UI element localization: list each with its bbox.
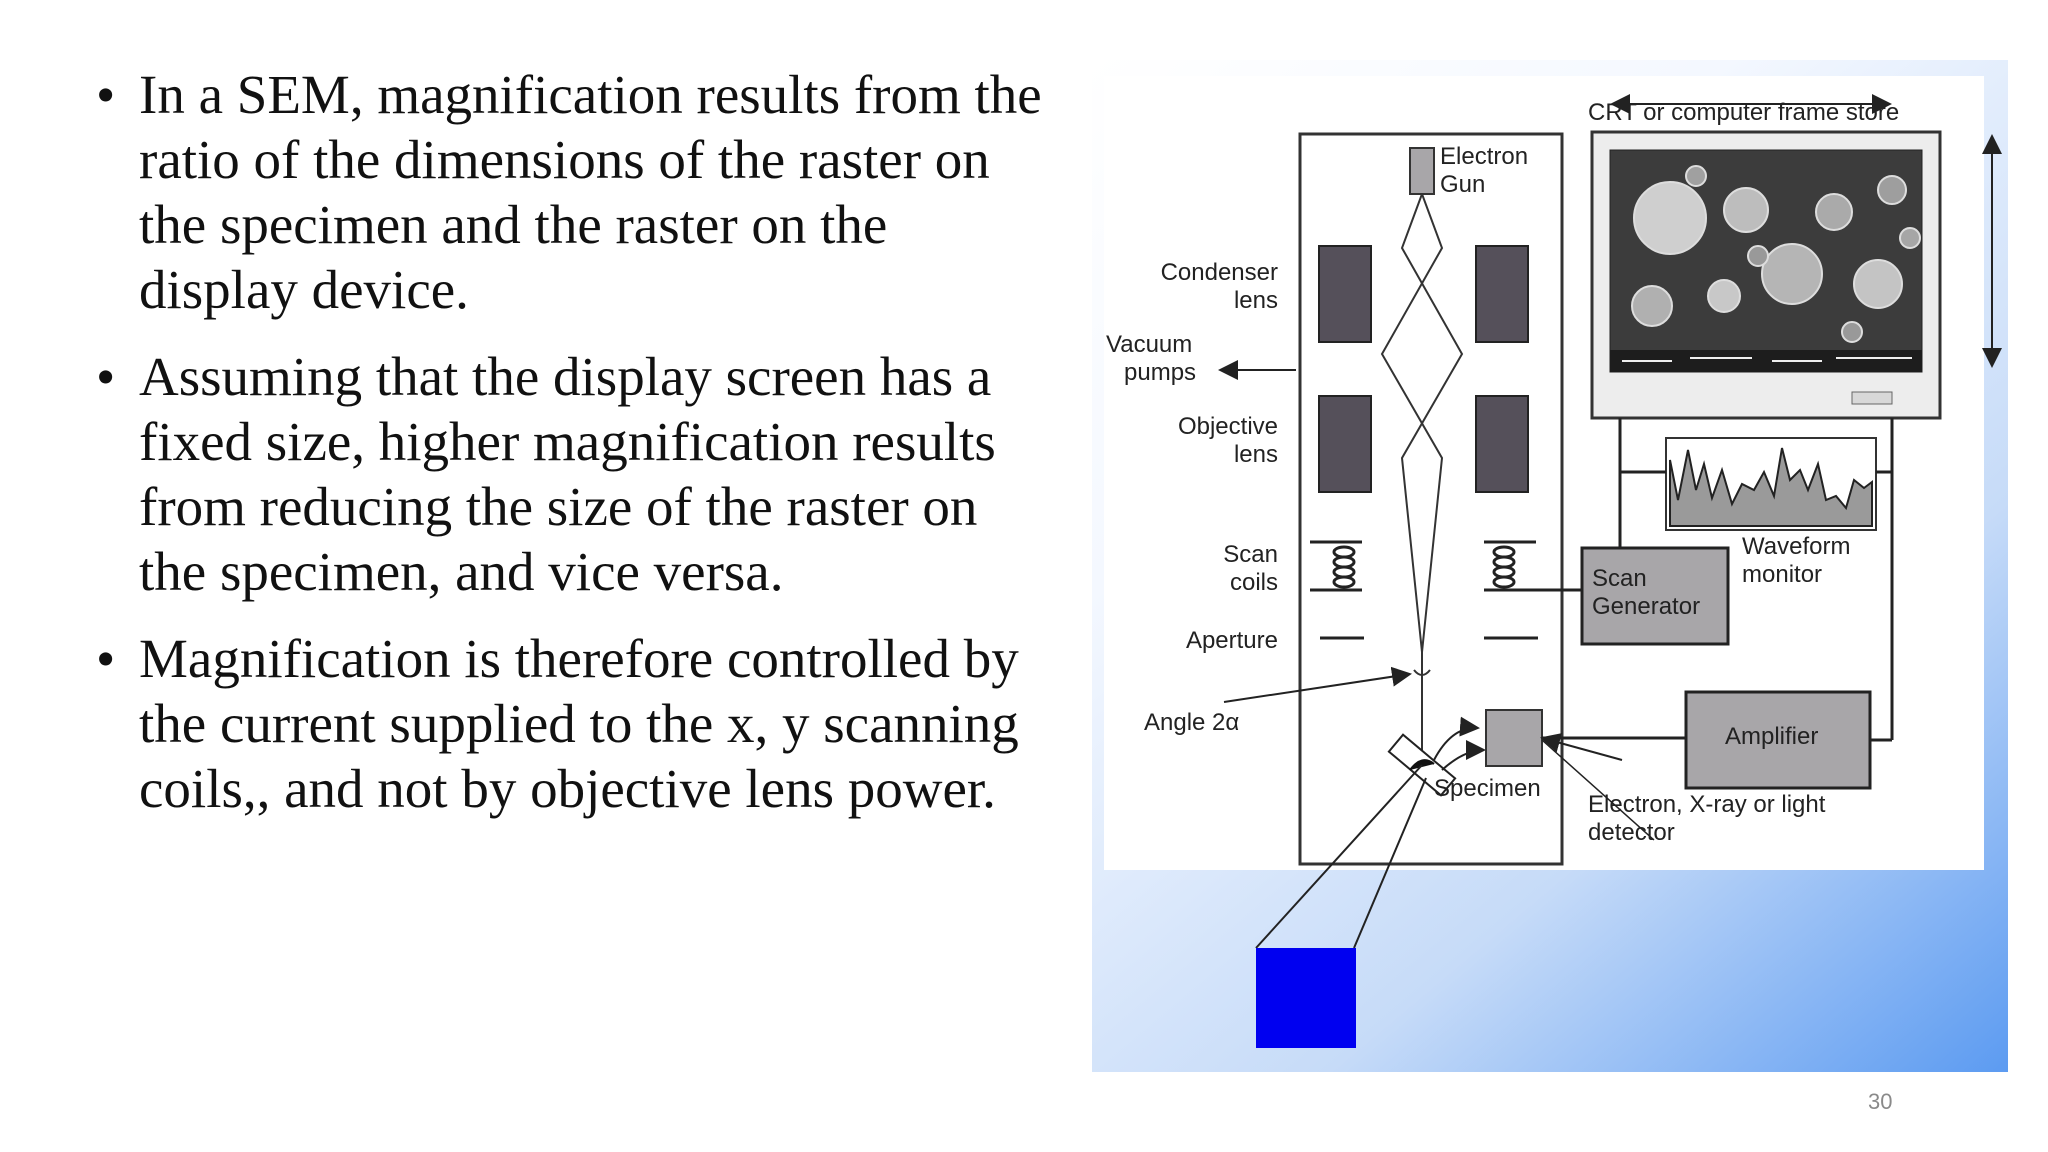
svg-text:pumps: pumps <box>1124 359 1196 386</box>
column-housing <box>1298 132 1564 866</box>
sem-diagram-figure: CRT or computer frame store Electron Gun… <box>1092 60 2008 1072</box>
condenser-lens-left <box>1318 245 1372 343</box>
scan-generator-label: Scan <box>1592 565 1647 592</box>
blue-square <box>1256 948 1356 1048</box>
crt-label: CRT or computer frame store <box>1588 99 1899 126</box>
electron-gun-icon <box>1409 147 1435 195</box>
bullet-text: In a SEM, magnification results from the… <box>139 64 1042 320</box>
bullet-text: Magnification is therefore controlled by… <box>139 628 1019 819</box>
svg-text:monitor: monitor <box>1742 561 1822 588</box>
svg-text:lens: lens <box>1234 287 1278 314</box>
detector-label: Electron, X-ray or light <box>1588 791 1826 818</box>
sem-micrograph <box>1631 165 1921 343</box>
waveform-trace <box>1669 447 1873 527</box>
scan-coils-label: Scan <box>1223 541 1278 568</box>
detector-label-line <box>1541 739 1655 841</box>
aperture-label: Aperture <box>1186 627 1278 654</box>
bullet-marker: • <box>96 628 116 689</box>
bullet-item: • Magnification is therefore controlled b… <box>92 626 1052 821</box>
angle-pointer <box>1223 666 1412 703</box>
amplifier-box <box>1684 690 1872 790</box>
svg-text:lens: lens <box>1234 441 1278 468</box>
objective-lens-left <box>1318 395 1372 493</box>
bullet-marker: • <box>96 346 116 407</box>
detector-icon <box>1485 709 1543 767</box>
specimen-label: Specimen <box>1434 775 1541 802</box>
svg-text:Gun: Gun <box>1440 171 1485 198</box>
scan-generator-box <box>1580 546 1730 646</box>
bullet-list: • In a SEM, magnification results from th… <box>92 62 1052 843</box>
bullet-item: • Assuming that the display screen has a … <box>92 344 1052 604</box>
bullet-marker: • <box>96 64 116 125</box>
electron-beam-path <box>1380 193 1464 653</box>
svg-text:detector: detector <box>1588 819 1675 846</box>
condenser-lens-right <box>1475 245 1529 343</box>
objective-lens-right <box>1475 395 1529 493</box>
vacuum-label: Vacuum <box>1106 331 1192 358</box>
bullet-item: • In a SEM, magnification results from th… <box>92 62 1052 322</box>
svg-text:coils: coils <box>1230 569 1278 596</box>
amplifier-label: Amplifier <box>1725 723 1818 750</box>
objective-label: Objective <box>1178 413 1278 440</box>
bullet-text: Assuming that the display screen has a f… <box>139 346 996 602</box>
scan-coil-right <box>1484 540 1536 592</box>
page-number: 30 <box>1868 1089 1893 1114</box>
angle-label: Angle 2α <box>1144 709 1239 736</box>
scan-coil-left <box>1310 540 1362 592</box>
svg-text:Generator: Generator <box>1592 593 1700 620</box>
waveform-label: Waveform <box>1742 533 1850 560</box>
electron-gun-label: Electron <box>1440 143 1528 170</box>
condenser-label: Condenser <box>1161 259 1278 286</box>
sem-diagram: CRT or computer frame store Electron Gun… <box>1106 94 2002 1048</box>
